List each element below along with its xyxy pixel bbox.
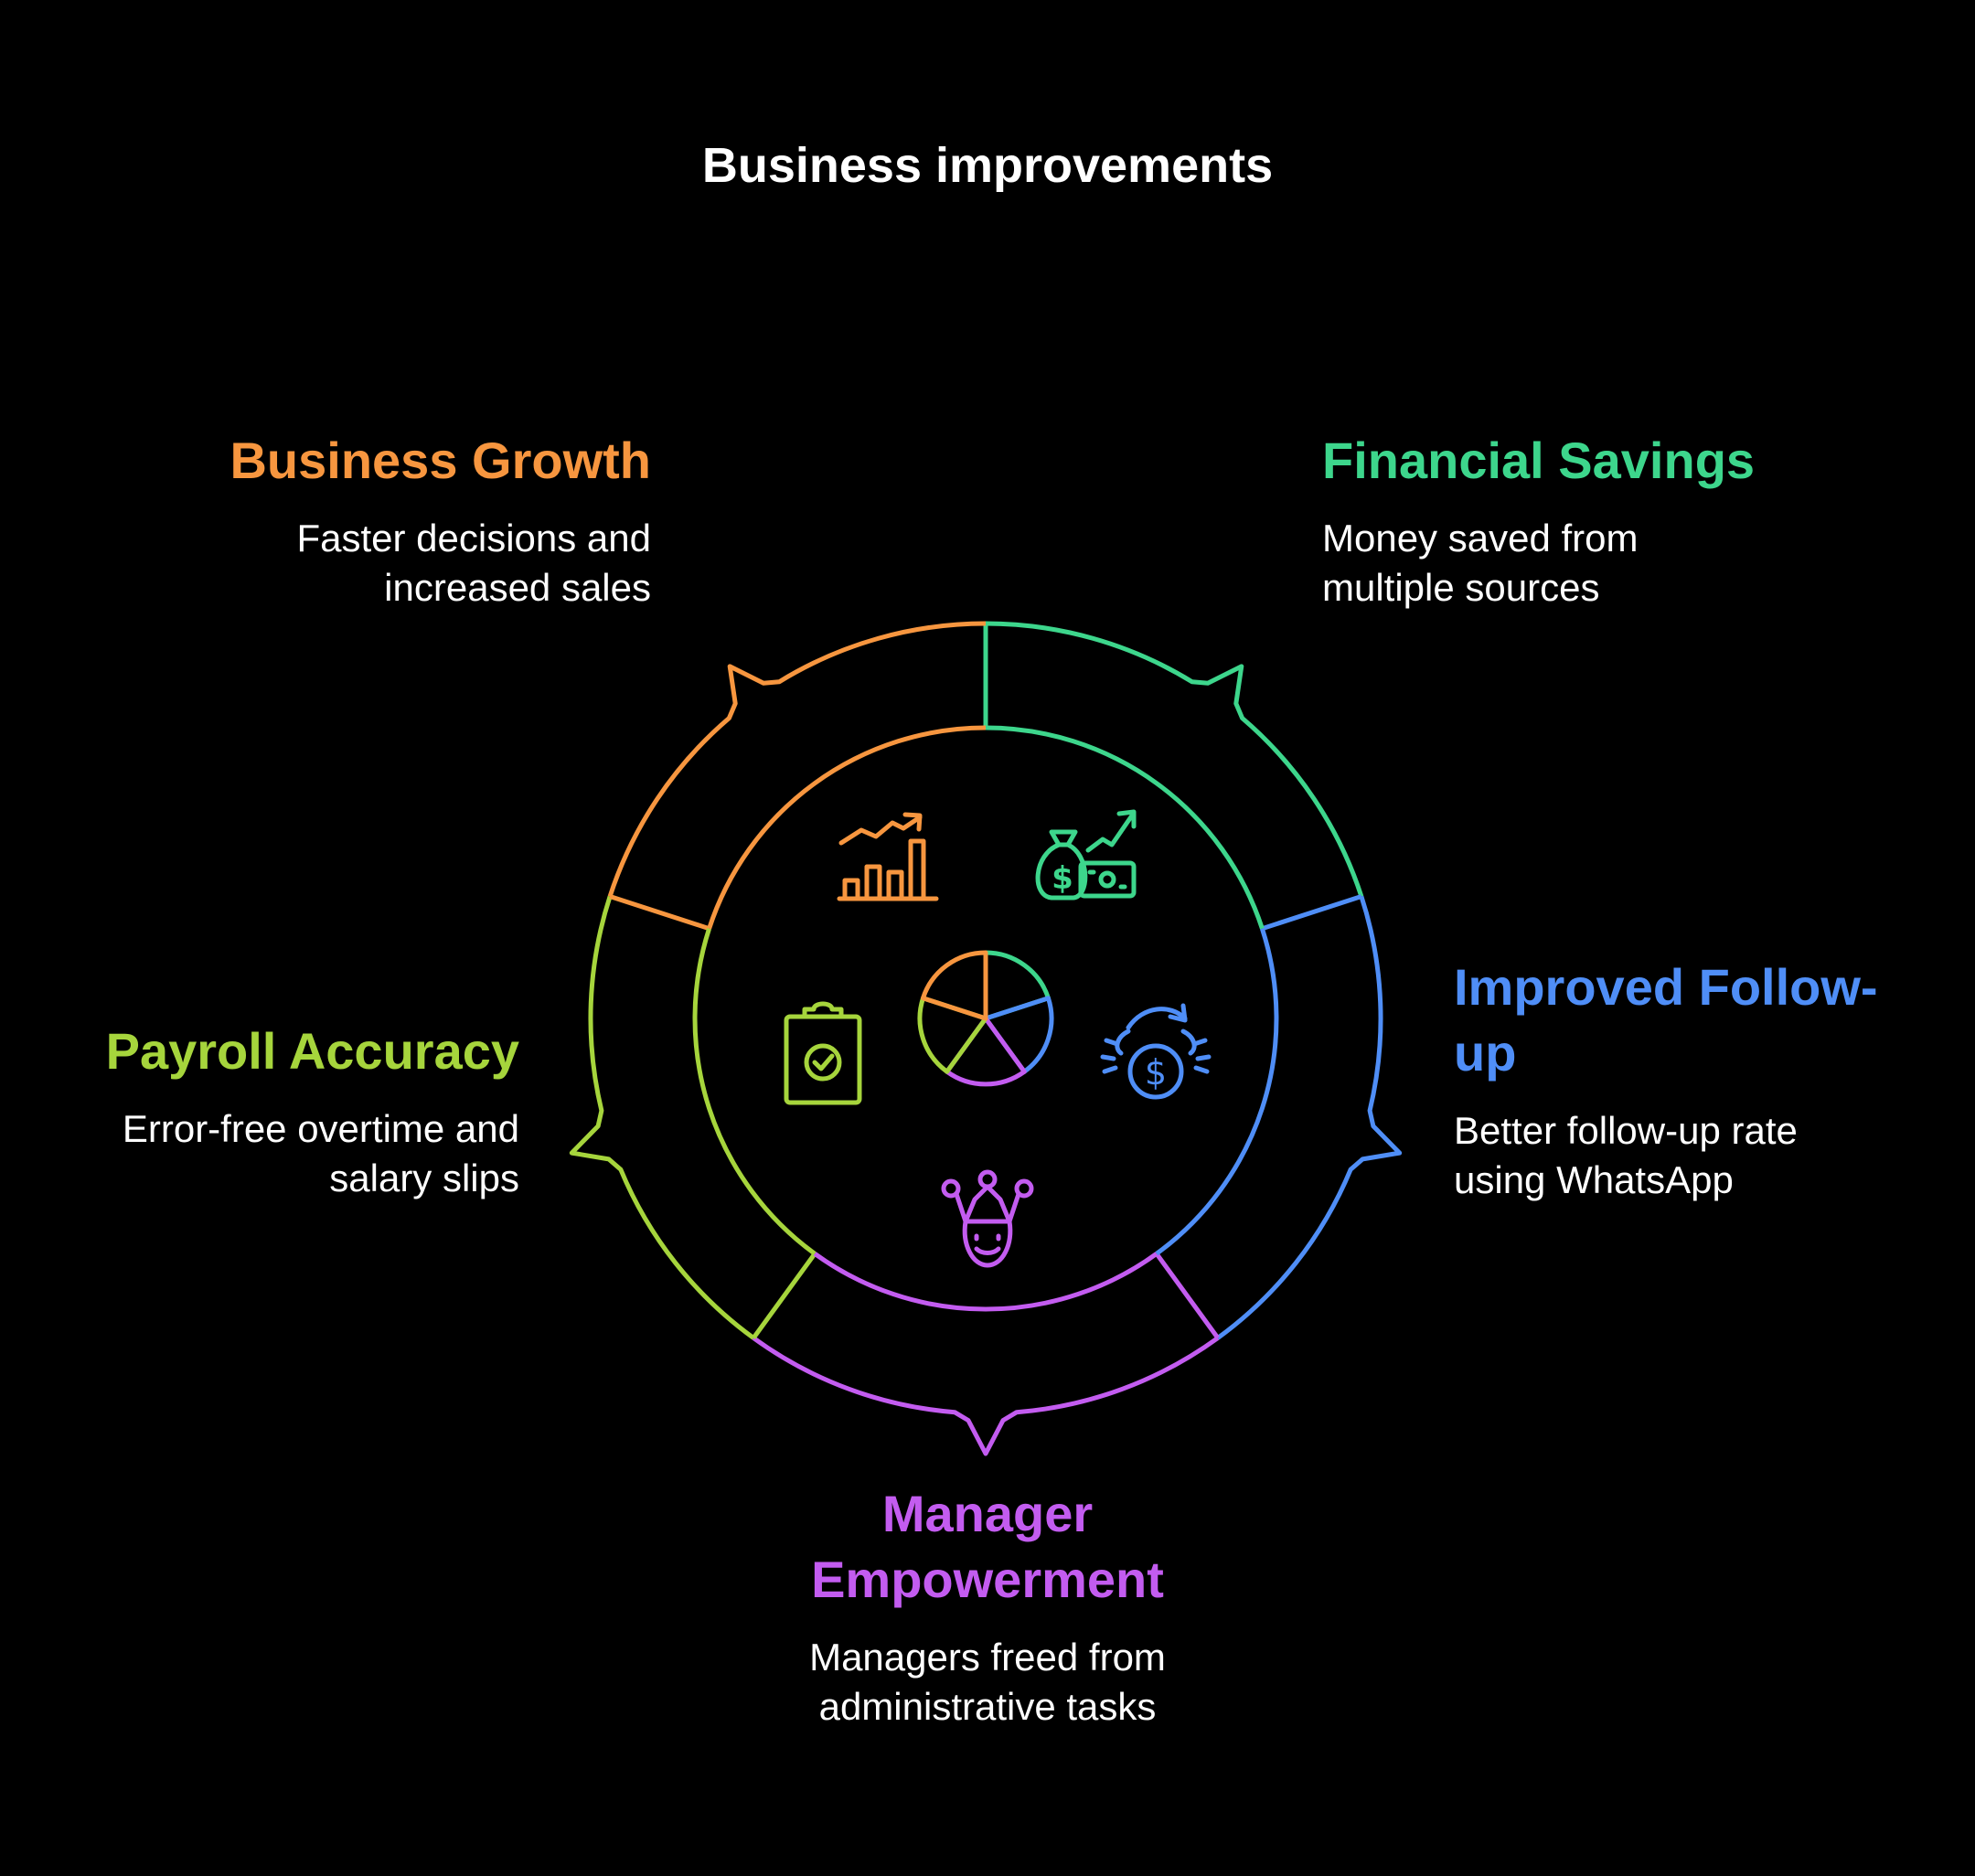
financial-savings-description: Money saved from multiple sources: [1322, 514, 1907, 613]
improved-followup-description: Better follow-up rate using WhatsApp: [1454, 1106, 1911, 1205]
manager-empowerment-divider: [1154, 1252, 1220, 1339]
manager-empowerment-heading-line-1: Manager: [881, 1485, 1094, 1542]
payroll-accuracy-description: Error-free overtime and salary slips: [0, 1104, 519, 1203]
money-bag-growth-icon: $: [1035, 809, 1137, 901]
payroll-accuracy-inner-arc: [692, 927, 817, 1256]
improved-followup-inner-arc: [1155, 927, 1279, 1256]
business-growth-description-line-2: increased sales: [384, 566, 651, 609]
payroll-accuracy-description-line-1: Error-free overtime and: [122, 1107, 519, 1150]
financial-savings-description-line-2: multiple sources: [1322, 566, 1600, 609]
payroll-accuracy-pie-wedge: [917, 996, 988, 1074]
financial-savings-inner-arc: [985, 725, 1265, 930]
inner-ring: [692, 725, 1279, 1312]
business-growth-description-line-1: Faster decisions and: [296, 517, 651, 560]
business-growth-description: Faster decisions and increased sales: [66, 514, 651, 613]
financial-savings-description-line-1: Money saved from: [1322, 517, 1639, 560]
business-growth-inner-arc: [707, 725, 987, 930]
outer-ring: [569, 621, 1403, 1456]
improved-followup-heading-line-2: up: [1454, 1024, 1517, 1082]
improved-followup-pie-wedge: [983, 996, 1054, 1074]
business-growth-pie-wedge: [921, 950, 988, 1021]
manager-empowerment-description: Managers freed from administrative tasks: [695, 1633, 1280, 1732]
manager-empowerment-inner-arc: [813, 1252, 1158, 1312]
improved-followup-heading: Improved Follow- up: [1454, 954, 1911, 1086]
manager-empowerment-pie-wedge: [945, 1016, 1027, 1087]
business-growth-divider: [609, 894, 710, 932]
financial-savings-pie-wedge: [983, 950, 1051, 1021]
financial-savings-heading: Financial Savings: [1322, 432, 1756, 489]
manager-empowerment-outer-arc: [752, 1336, 1220, 1456]
manager-empowerment-block: Manager Empowerment Managers freed from …: [695, 1481, 1280, 1732]
svg-text:$: $: [1052, 860, 1073, 897]
financial-savings-block: Financial Savings Money saved from multi…: [1322, 428, 1907, 613]
manager-empowerment-description-line-2: administrative tasks: [818, 1685, 1157, 1728]
improved-followup-divider: [1261, 894, 1362, 932]
center-pie-icon: [917, 950, 1054, 1087]
dollar-cycle-icon: $: [1100, 1003, 1212, 1100]
manager-empowerment-heading-line-2: Empowerment: [811, 1551, 1164, 1608]
payroll-accuracy-block: Payroll Accuracy Error-free overtime and…: [0, 1018, 519, 1203]
financial-savings-outer-arc: [985, 621, 1364, 898]
svg-text:$: $: [1145, 1052, 1167, 1093]
business-growth-block: Business Growth Faster decisions and inc…: [66, 428, 651, 613]
payroll-accuracy-divider: [752, 1252, 817, 1339]
improved-followup-block: Improved Follow- up Better follow-up rat…: [1454, 954, 1911, 1205]
payroll-accuracy-heading: Payroll Accuracy: [105, 1022, 519, 1080]
improved-followup-description-line-2: using WhatsApp: [1454, 1158, 1734, 1201]
crowned-person-icon: [941, 1169, 1034, 1268]
manager-empowerment-heading: Manager Empowerment: [695, 1481, 1280, 1613]
payroll-accuracy-outer-arc: [569, 895, 755, 1340]
bar-chart-growth-icon: [837, 812, 939, 901]
business-growth-outer-arc: [607, 621, 987, 898]
improved-followup-outer-arc: [1216, 895, 1403, 1340]
improved-followup-heading-line-1: Improved Follow-: [1454, 958, 1878, 1016]
improved-followup-description-line-1: Better follow-up rate: [1454, 1109, 1798, 1152]
clipboard-check-icon: [784, 1001, 862, 1105]
business-growth-heading: Business Growth: [230, 432, 651, 489]
page-title: Business improvements: [701, 138, 1274, 193]
manager-empowerment-description-line-1: Managers freed from: [809, 1636, 1166, 1679]
payroll-accuracy-description-line-2: salary slips: [329, 1157, 519, 1199]
